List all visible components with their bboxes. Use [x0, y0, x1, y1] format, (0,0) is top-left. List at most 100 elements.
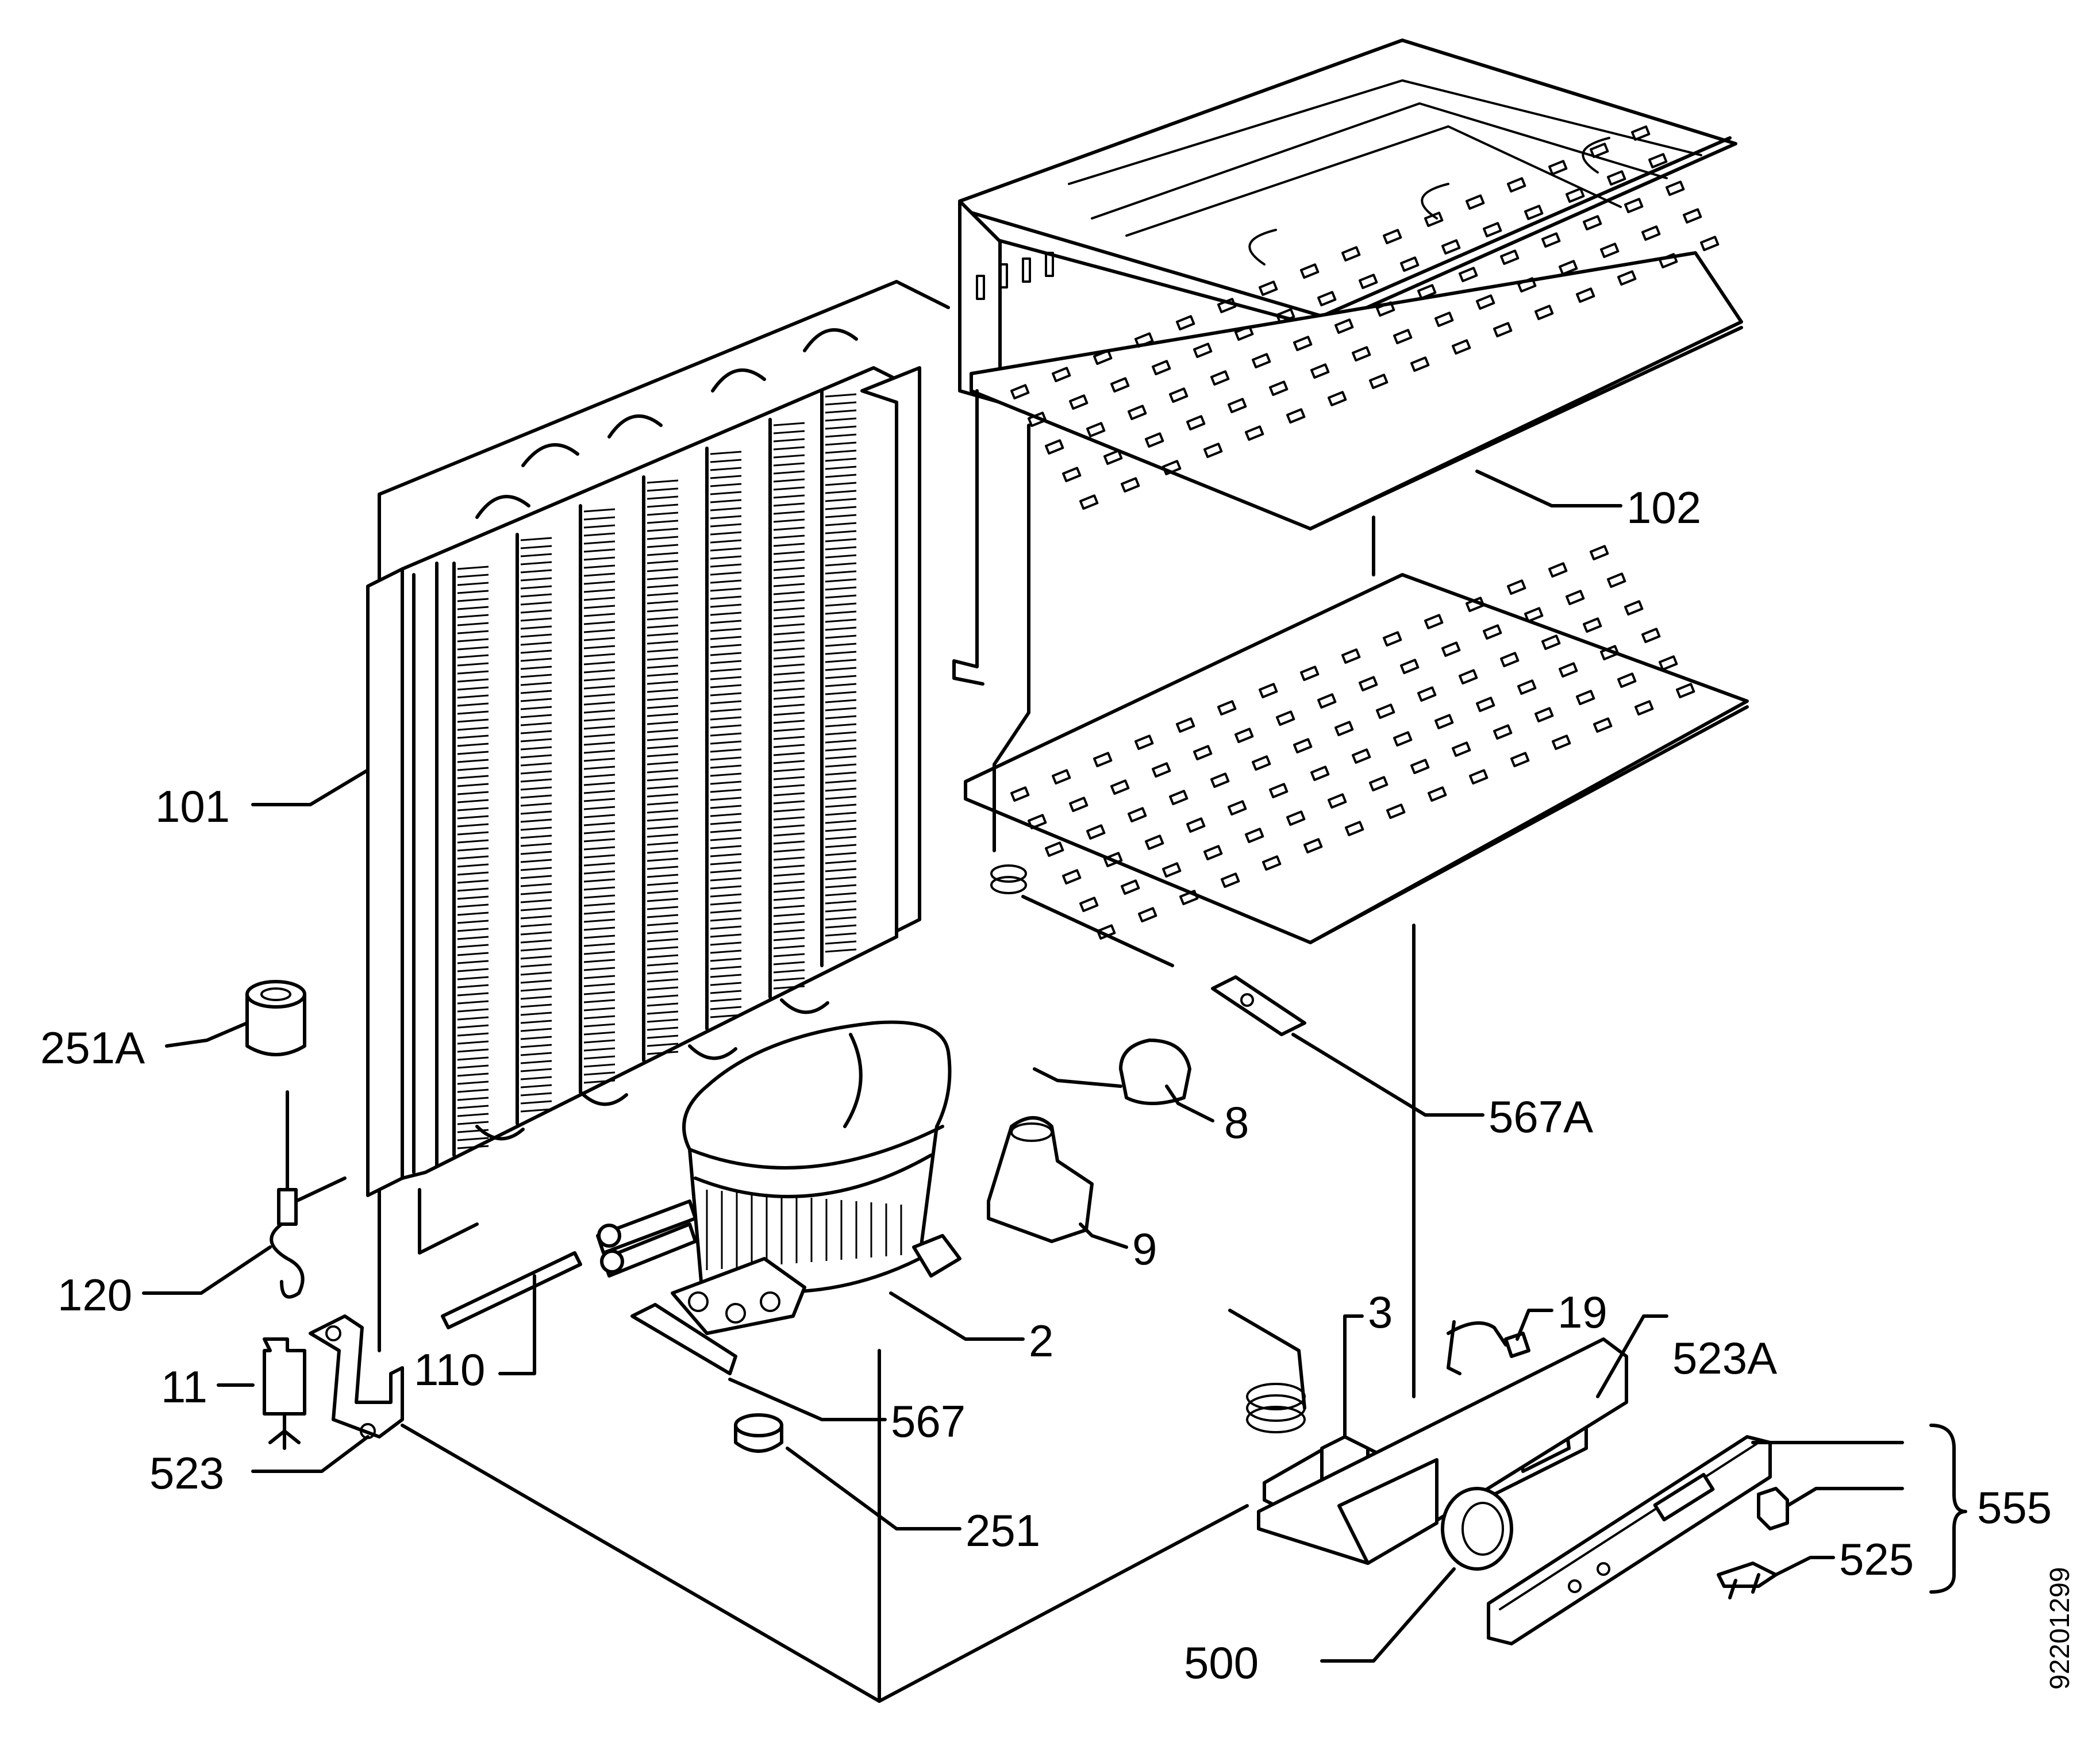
- condenser-fin: [710, 941, 742, 946]
- condenser-fin: [710, 789, 742, 793]
- condenser-fin: [710, 636, 742, 640]
- shelf-hole: [1459, 669, 1478, 684]
- condenser-fin: [710, 499, 742, 503]
- shelf-hole: [1666, 180, 1685, 196]
- shelf-hole: [1517, 277, 1537, 293]
- condenser-fin: [457, 855, 489, 860]
- condenser-fin: [457, 903, 489, 908]
- condenser-fin: [520, 883, 552, 887]
- shelf-hole: [1441, 641, 1461, 657]
- condenser-fin: [583, 725, 616, 730]
- condenser-fin: [583, 685, 616, 690]
- condenser-fin: [825, 562, 857, 567]
- condenser-fin: [710, 555, 742, 560]
- condenser-fin: [710, 877, 742, 882]
- condenser-fin: [520, 987, 552, 992]
- shelf-hole: [1028, 411, 1047, 427]
- condenser-fin: [520, 641, 552, 646]
- condenser-fin: [583, 991, 616, 995]
- shelf-hole: [1376, 301, 1395, 317]
- shelf-hole: [1276, 710, 1295, 726]
- condenser-fin: [710, 990, 742, 994]
- condenser-fin: [710, 459, 742, 463]
- condenser-fin: [825, 449, 857, 454]
- condenser-fin: [647, 729, 679, 733]
- shelf-hole: [1541, 232, 1561, 248]
- condenser-fin: [825, 425, 857, 430]
- shelf-hole: [1659, 655, 1678, 671]
- condenser-fin: [773, 478, 805, 483]
- condenser-fin: [773, 567, 805, 571]
- condenser-fin: [647, 946, 679, 951]
- shelf-hole: [1334, 721, 1354, 736]
- condenser-fin: [773, 551, 805, 555]
- condenser-fin: [647, 495, 679, 500]
- condenser-fin: [457, 646, 489, 651]
- condenser-fin: [457, 1145, 489, 1149]
- condenser-fin: [647, 898, 679, 902]
- shelf-hole: [1293, 738, 1313, 753]
- shelf-hole: [1624, 600, 1644, 616]
- condenser-fin: [647, 536, 679, 540]
- shelf-hole: [1434, 714, 1454, 729]
- shelf-hole: [1245, 828, 1264, 843]
- condenser-fin: [710, 1014, 742, 1018]
- condenser-fin: [825, 514, 857, 518]
- condenser-fin: [825, 844, 857, 848]
- condenser-fin: [583, 516, 616, 521]
- condenser-fin: [583, 572, 616, 577]
- shelf-hole: [1259, 683, 1278, 698]
- condenser-fin: [457, 654, 489, 659]
- shelf-hole: [1369, 374, 1389, 389]
- leader-lines: [142, 470, 1967, 1663]
- condenser-fin: [773, 430, 805, 434]
- condenser-fin: [825, 401, 857, 406]
- condenser-fin: [710, 644, 742, 648]
- condenser-fin: [520, 955, 552, 960]
- shelf-hole: [1252, 755, 1271, 771]
- condenser-fin: [773, 905, 805, 909]
- condenser-fin: [825, 828, 857, 832]
- shelf-hole: [1217, 700, 1237, 716]
- condenser-fin: [583, 870, 616, 875]
- condenser-fin: [825, 466, 857, 470]
- condenser-fin: [710, 523, 742, 528]
- shelf-hole: [1128, 807, 1147, 822]
- condenser-fin: [825, 651, 857, 655]
- condenser-fin: [647, 874, 679, 878]
- shelf-hole: [1286, 810, 1306, 826]
- condenser-fin: [457, 1056, 489, 1061]
- condenser-fin: [583, 564, 616, 569]
- condenser-fin: [825, 626, 857, 631]
- shelf-hole: [1566, 187, 1585, 203]
- condenser-fin: [647, 1010, 679, 1015]
- condenser-fin: [457, 751, 489, 755]
- condenser-fin: [457, 783, 489, 787]
- condenser-fin: [773, 872, 805, 877]
- condenser-fin: [583, 1079, 616, 1084]
- condenser-fin: [773, 671, 805, 676]
- condenser-fin: [825, 860, 857, 864]
- condenser-fin: [647, 1043, 679, 1047]
- condenser-fin: [710, 974, 742, 978]
- condenser-fin: [520, 1092, 552, 1097]
- shelf-hole: [1328, 793, 1347, 809]
- condenser-fin: [457, 590, 489, 594]
- condenser-fin: [647, 560, 679, 564]
- shelf-hole: [1079, 897, 1099, 912]
- condenser-fin: [647, 520, 679, 524]
- shelf-hole: [1262, 855, 1282, 871]
- condenser-fin: [647, 753, 679, 757]
- condenser-fin: [647, 600, 679, 605]
- condenser-fin: [773, 615, 805, 620]
- condenser-fin: [520, 786, 552, 791]
- condenser-fin: [520, 859, 552, 863]
- shelf-hole: [1128, 405, 1147, 420]
- shelf-hole: [1179, 890, 1199, 905]
- condenser-fin: [773, 784, 805, 789]
- condenser-fin: [457, 879, 489, 884]
- condenser-fin: [457, 759, 489, 763]
- shelf-hole: [1517, 679, 1537, 695]
- shelf-hole: [1210, 370, 1230, 386]
- condenser-fin: [825, 417, 857, 422]
